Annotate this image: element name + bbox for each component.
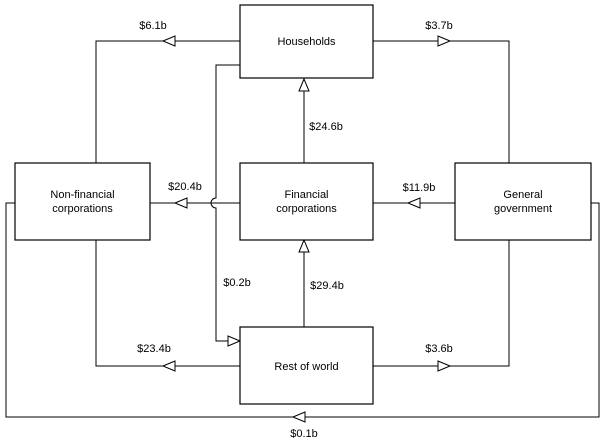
flow-label-restofworld-nonfinancial: $23.4b bbox=[137, 343, 171, 355]
node-non-financial-corporations: Non-financial corporations bbox=[14, 162, 151, 241]
flow-label-restofworld-government: $3.6b bbox=[425, 343, 453, 355]
flow-label-government-financial: $11.9b bbox=[403, 182, 436, 194]
node-rest-of-world: Rest of world bbox=[239, 326, 374, 405]
flow-label-households-restofworld: $0.2b bbox=[223, 277, 251, 289]
arrow-up-icon bbox=[298, 77, 310, 92]
arrow-right-icon bbox=[227, 335, 242, 347]
arrow-right-icon bbox=[437, 35, 452, 47]
node-label: Rest of world bbox=[274, 361, 338, 373]
node-label: Financial bbox=[284, 189, 328, 201]
connector-households-nonfinancial bbox=[95, 40, 240, 163]
flow-label-government-nonfinancial: $0.1b bbox=[290, 428, 318, 440]
flow-labels: $6.1b $3.7b $24.6b $20.4b $11.9b $0.2b $… bbox=[137, 20, 453, 440]
arrow-left-icon bbox=[161, 360, 176, 372]
arrow-left-icon bbox=[173, 197, 188, 209]
flow-label-financial-nonfinancial: $20.4b bbox=[168, 181, 202, 193]
flow-label-financial-households: $24.6b bbox=[309, 121, 343, 133]
flow-label-households-government: $3.7b bbox=[425, 20, 453, 32]
node-label: General bbox=[503, 189, 542, 201]
connector-restofworld-nonfinancial bbox=[95, 240, 240, 367]
node-financial-corporations: Financial corporations bbox=[239, 162, 374, 241]
arrow-left-icon bbox=[161, 35, 176, 47]
node-label: corporations bbox=[52, 203, 113, 215]
connector-restofworld-government bbox=[373, 240, 510, 367]
flow-label-restofworld-financial: $29.4b bbox=[310, 280, 344, 292]
node-label: Non-financial bbox=[50, 189, 114, 201]
arrow-right-icon bbox=[437, 360, 452, 372]
arrow-left-icon bbox=[406, 197, 421, 209]
node-label: Households bbox=[277, 36, 336, 48]
arrowheads bbox=[161, 35, 452, 423]
flow-label-households-nonfinancial: $6.1b bbox=[139, 20, 167, 32]
arrow-up-icon bbox=[298, 238, 310, 253]
arrow-left-icon bbox=[291, 411, 306, 423]
node-label: government bbox=[494, 203, 552, 215]
node-households: Households bbox=[239, 4, 374, 79]
connector-households-government bbox=[373, 40, 510, 163]
connector-households-restofworld bbox=[210, 64, 240, 342]
node-label: corporations bbox=[276, 203, 337, 215]
node-general-government: General government bbox=[454, 162, 592, 241]
